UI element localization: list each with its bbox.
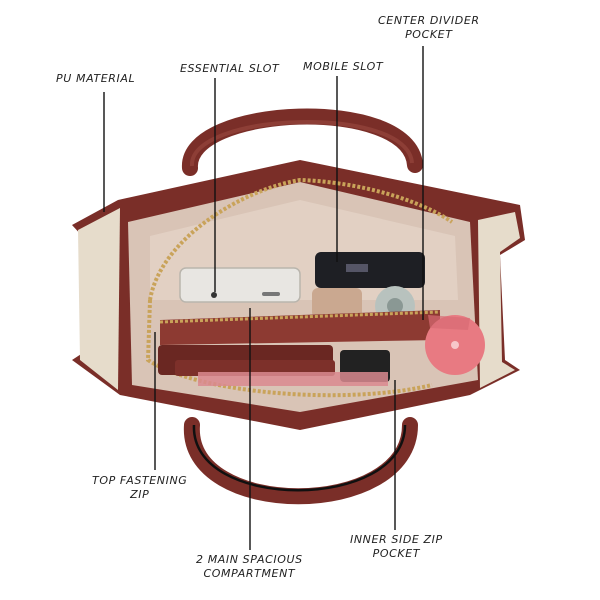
label-mobile-slot: MOBILE SLOT [303, 60, 383, 74]
label-text: POCKET [405, 28, 453, 41]
side-panel-left [78, 208, 120, 390]
label-text: ESSENTIAL SLOT [180, 62, 280, 75]
top-zip [148, 177, 454, 301]
back-handle [182, 108, 423, 176]
annotation-lines [103, 46, 424, 550]
phone [179, 267, 301, 303]
label-pu-material: PU MATERIAL [56, 72, 135, 86]
label-text: 2 MAIN SPACIOUS [196, 553, 303, 566]
label-essential-slot: ESSENTIAL SLOT [180, 62, 279, 76]
label-top-fastening-zip: TOP FASTENING ZIP [92, 474, 187, 502]
label-text: MOBILE SLOT [303, 60, 384, 73]
side-panel-right [478, 212, 520, 388]
label-text: TOP FASTENING [92, 474, 188, 487]
label-text: PU MATERIAL [56, 72, 136, 85]
label-text: COMPARTMENT [203, 567, 296, 580]
power-bank [315, 252, 425, 288]
label-text: ZIP [130, 488, 150, 501]
label-text: POCKET [372, 547, 421, 560]
label-center-divider-pocket: CENTER DIVIDER POCKET [378, 14, 480, 42]
front-handle [183, 417, 418, 505]
label-inner-side-zip-pocket: INNER SIDE ZIP POCKET [350, 533, 443, 561]
label-text: INNER SIDE ZIP [350, 533, 443, 546]
label-text: CENTER DIVIDER [378, 14, 480, 27]
label-main-compartment: 2 MAIN SPACIOUS COMPARTMENT [196, 553, 303, 581]
